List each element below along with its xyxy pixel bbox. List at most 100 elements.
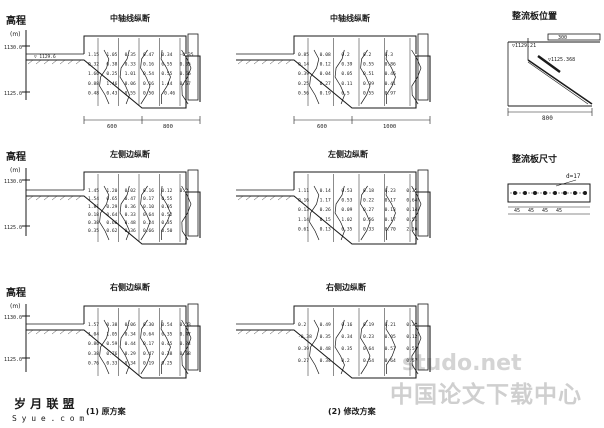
velocity-value: 0.38 — [161, 351, 172, 357]
velocity-value: 0.86 — [385, 62, 396, 68]
velocity-value: 1.46 — [106, 81, 117, 87]
velocity-value: 0.97 — [385, 90, 396, 96]
velocity-value: 0.61 — [298, 226, 309, 232]
velocity-value: 0.39 — [341, 62, 352, 68]
velocity-value: 0.76 — [88, 360, 99, 366]
velocity-value: 0.19 — [143, 360, 154, 366]
tick-1125: 1125.0 — [4, 357, 22, 363]
elevation-axis-row-2: 高程 (m) 1130.0 1125.0 — [4, 150, 30, 236]
plate-size-diagram: 整流板尺寸 d=17 45 45 45 45 — [507, 153, 591, 215]
velocity-value: 1.66 — [88, 71, 99, 77]
velocity-value: 0.35 — [406, 188, 417, 194]
elevation-label: 高程 — [6, 286, 26, 299]
velocity-value: 0.02 — [125, 188, 136, 194]
velocity-value: 0.53 — [406, 346, 417, 352]
velocity-value: 0.11 — [341, 81, 352, 87]
velocity-value: 0.06 — [125, 81, 136, 87]
dimension-label: 600 — [107, 124, 117, 130]
velocity-value: 0.57 — [180, 81, 191, 87]
velocity-value: 0.48 — [125, 220, 136, 226]
velocity-value: 0.2 — [341, 358, 350, 364]
velocity-value: 1.45 — [88, 188, 99, 194]
velocity-value: 0.10 — [143, 204, 154, 210]
velocity-value: -0.38 — [298, 334, 312, 340]
velocity-value: 1.81 — [88, 204, 99, 210]
velocity-value: 0.64 — [406, 198, 417, 204]
velocity-value: 2.16 — [406, 226, 417, 232]
velocity-value: 0.08 — [320, 52, 331, 58]
velocity-value: 0.64 — [363, 346, 374, 352]
velocity-value: 0.49 — [320, 322, 331, 328]
dimension-label: 1000 — [383, 124, 396, 130]
velocity-value: 0.62 — [106, 228, 117, 234]
tick-1130: 1130.0 — [4, 315, 22, 321]
velocity-value: 0.19 — [320, 90, 331, 96]
velocity-value: 0.16 — [143, 81, 154, 87]
velocity-value: 0.53 — [341, 198, 352, 204]
velocity-value: 0.36 — [125, 228, 136, 234]
velocity-value: 0.55 — [161, 71, 172, 77]
section-panel-orig-left: 左侧边纵断1.451.541.810.180.380.351.200.650.2… — [26, 149, 201, 245]
velocity-value: 0.64 — [385, 358, 396, 364]
velocity-value: 0.64 — [106, 212, 117, 218]
velocity-value: 0.12 — [406, 334, 417, 340]
velocity-value: 1.14 — [298, 217, 309, 223]
velocity-value: 0.18 — [363, 188, 374, 194]
velocity-value: 0.51 — [363, 71, 374, 77]
velocity-value: 0.85 — [298, 52, 309, 58]
plate-elevation-note-a: ▽1129.21 — [512, 43, 536, 49]
velocity-value: 1.01 — [125, 71, 136, 77]
elevation-label: 高程 — [6, 14, 26, 27]
elevation-axis-row-3: 高程 (m) 1130.0 1125.0 — [4, 286, 30, 372]
velocity-value: 0.76 — [106, 351, 117, 357]
hole-diameter: d=17 — [566, 173, 581, 180]
plate-dim-3: 45 — [542, 208, 548, 214]
panel-title: 中轴线纵断 — [110, 13, 150, 23]
velocity-value: 0.05 — [385, 334, 396, 340]
velocity-value: 0.51 — [406, 217, 417, 223]
velocity-value: 0.21 — [385, 322, 396, 328]
panel-title: 右侧边纵断 — [109, 282, 150, 292]
velocity-value: 0.33 — [125, 212, 136, 218]
velocity-value: 0.35 — [320, 334, 331, 340]
velocity-value: 0.23 — [385, 188, 396, 194]
section-panel-mod-right: 右侧边纵断0.2-0.380.390.270.490.350.480.340.1… — [236, 282, 431, 379]
velocity-value: 0.15 — [320, 217, 331, 223]
velocity-value: 0.27 — [363, 207, 374, 213]
velocity-value: 0.12 — [320, 62, 331, 68]
tick-1130: 1130.0 — [4, 179, 22, 185]
velocity-value: 0.38 — [106, 62, 117, 68]
velocity-value: 0.38 — [88, 351, 99, 357]
velocity-value: 0.34 — [320, 358, 331, 364]
velocity-value: 0.41 — [385, 81, 396, 87]
velocity-value: 0.57 — [406, 358, 417, 364]
velocity-value: 0.2 — [363, 52, 372, 58]
velocity-value: 0.17 — [385, 217, 396, 223]
velocity-value: 1.57 — [88, 322, 99, 328]
velocity-value: 0.38 — [106, 322, 117, 328]
velocity-value: 0.65 — [106, 196, 117, 202]
velocity-value: 0.16 — [341, 322, 352, 328]
velocity-value: 0.38 — [88, 220, 99, 226]
velocity-value: 0.53 — [341, 188, 352, 194]
velocity-value: 0.56 — [363, 217, 374, 223]
velocity-value: 0.17 — [143, 341, 154, 347]
velocity-value: 0.33 — [363, 226, 374, 232]
velocity-value: -0.35 — [180, 52, 194, 58]
elevation-unit: (m) — [10, 167, 21, 174]
velocity-value: 0.25 — [106, 71, 117, 77]
elevation-unit: (m) — [10, 303, 21, 310]
velocity-value: 0.55 — [125, 90, 136, 96]
plate-top-dimension: 300 — [558, 35, 567, 41]
velocity-value: 0.64 — [143, 212, 154, 218]
velocity-value: 0.55 — [363, 62, 374, 68]
velocity-value: 0.25 — [298, 81, 309, 87]
plate-dim-2: 45 — [528, 208, 534, 214]
section-panel-mod-left: 左侧边纵断1.110.160.131.140.610.141.170.260.1… — [236, 149, 431, 245]
velocity-value: 0.88 — [88, 81, 99, 87]
velocity-value: 0.35 — [341, 346, 352, 352]
panel-title: 左侧边纵断 — [327, 149, 368, 159]
velocity-value: 0.13 — [298, 207, 309, 213]
